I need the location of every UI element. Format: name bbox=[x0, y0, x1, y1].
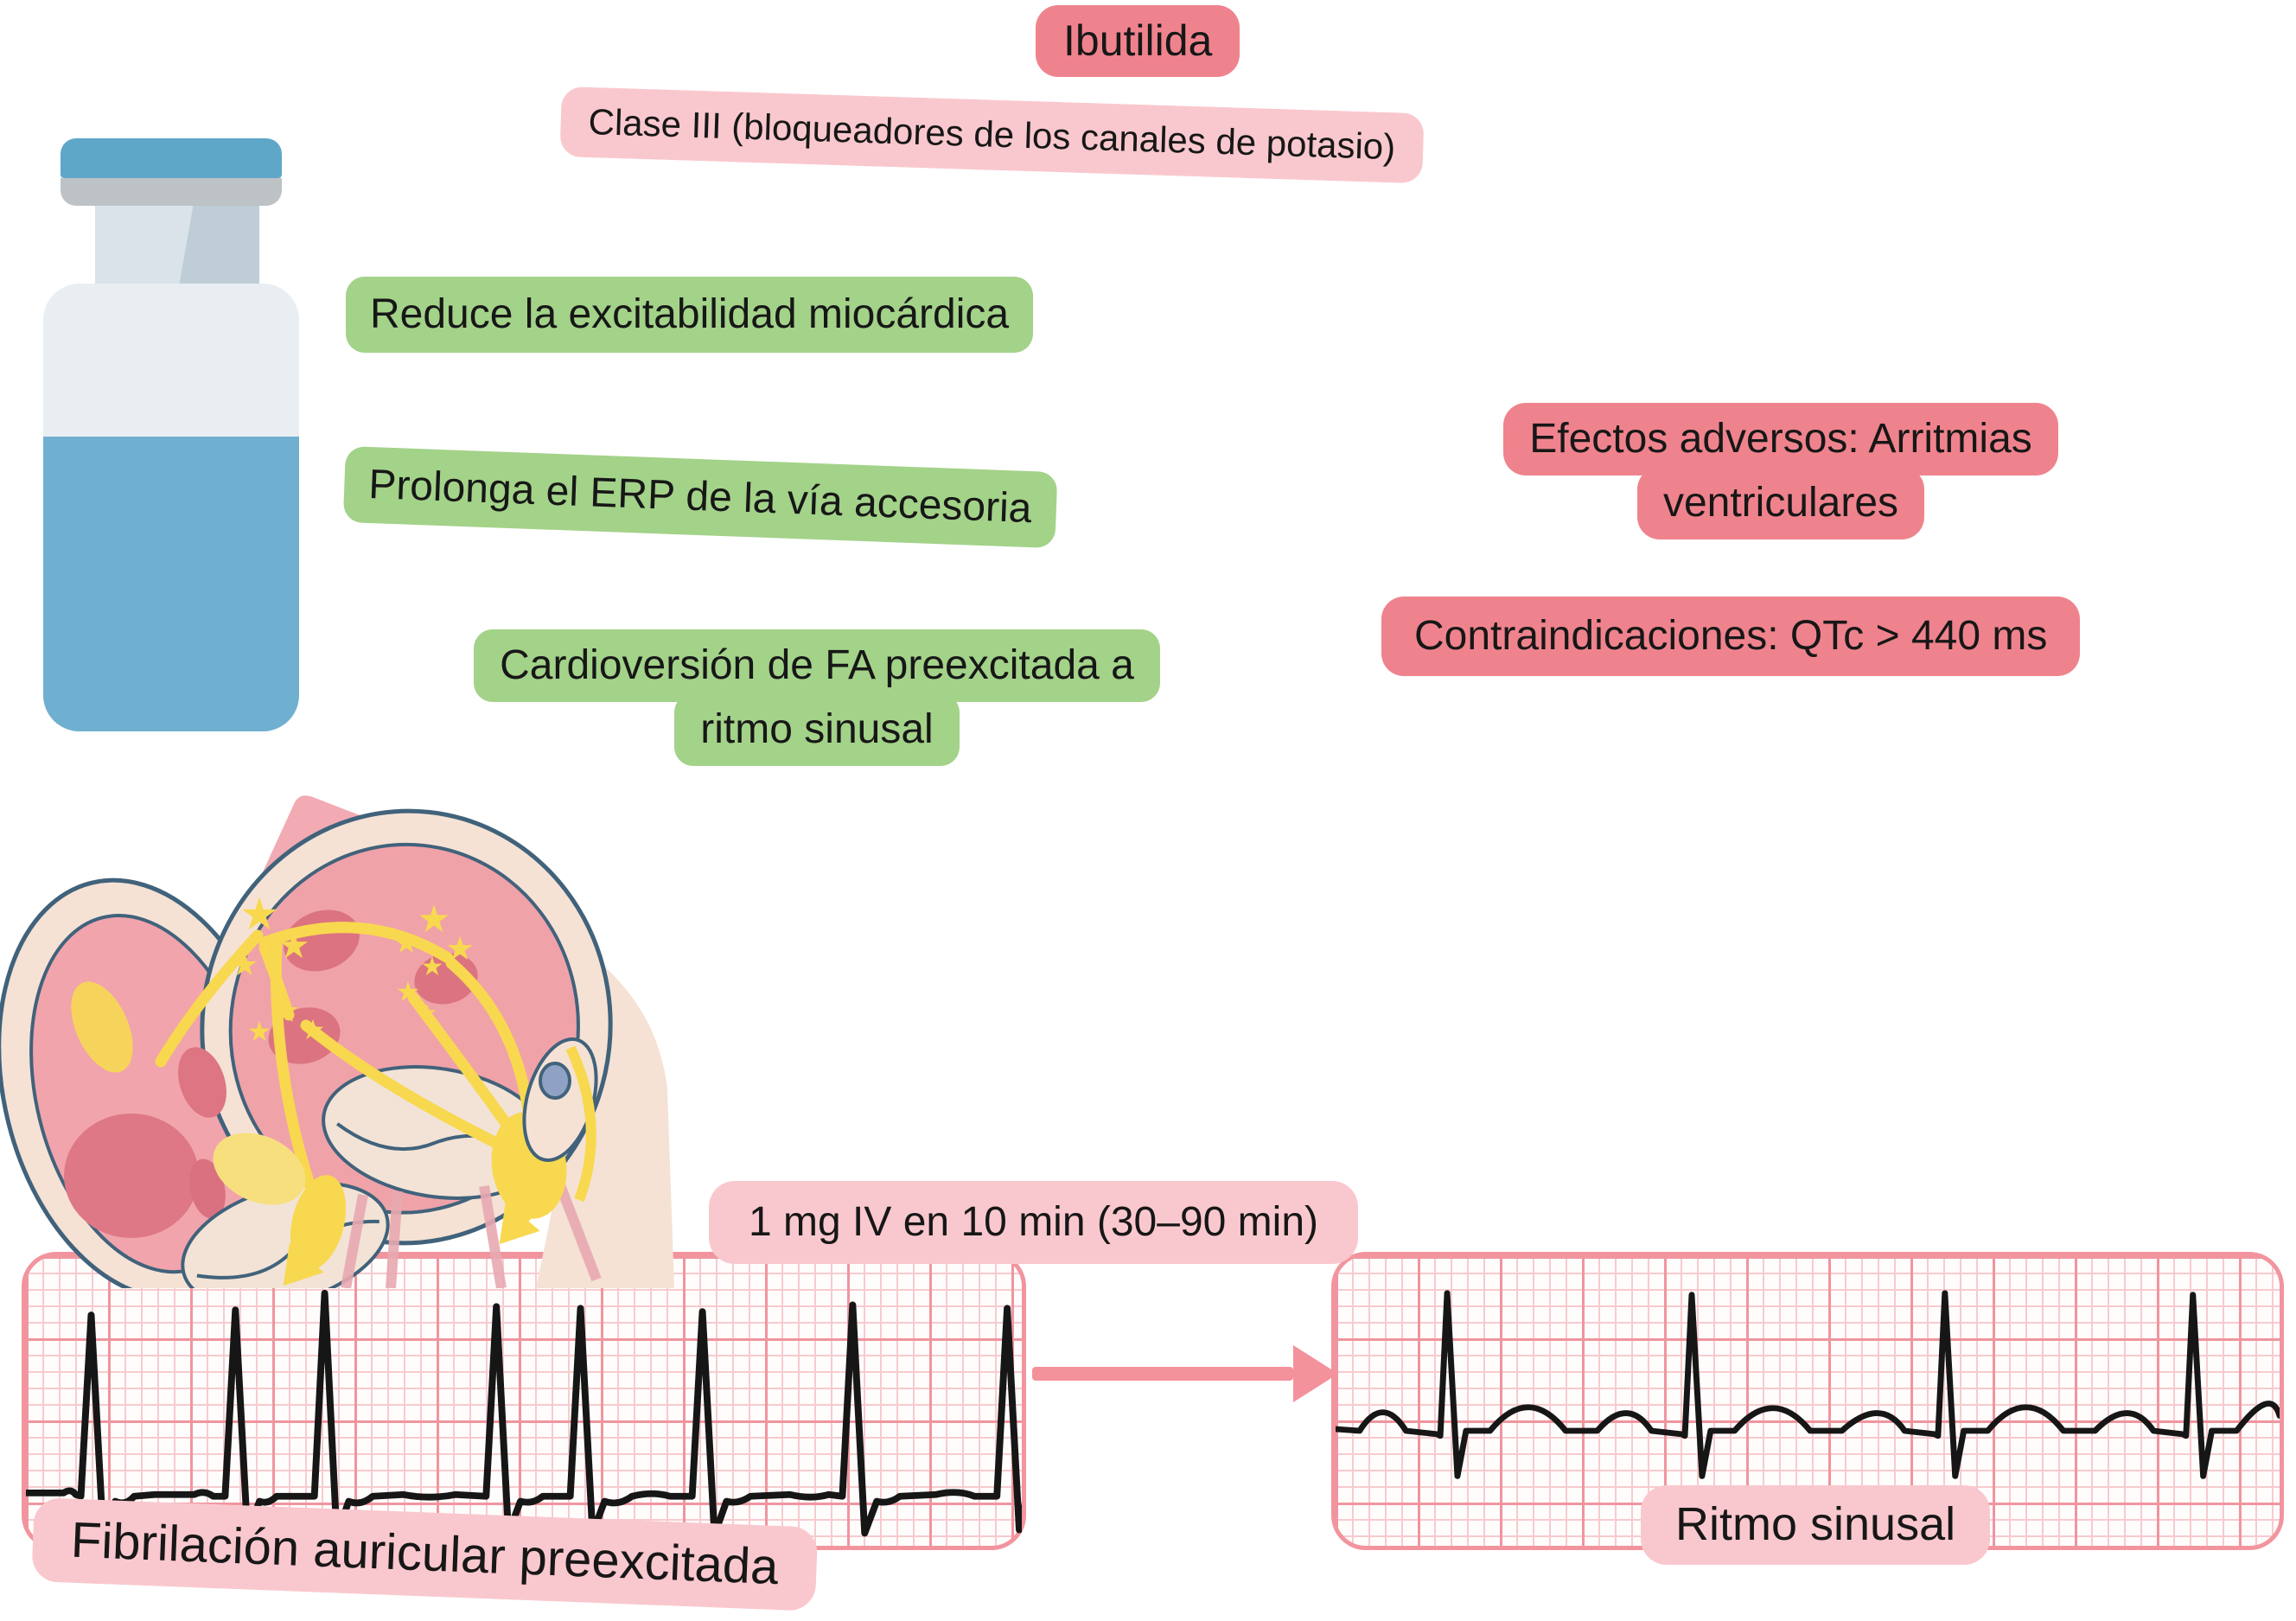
adverse-effects-line2: ventriculares bbox=[1636, 467, 1925, 539]
ecg-trace-sinus bbox=[1336, 1290, 2280, 1479]
adverse-effects-badge: Efectos adversos: Arritmias ventriculare… bbox=[1426, 403, 2135, 539]
mechanism-text-3-line1: Cardioversión de FA preexcitada a bbox=[474, 629, 1160, 702]
ecg-strip-sinus bbox=[1331, 1252, 2284, 1550]
mechanism-badge-cardioversion: Cardioversión de FA preexcitada a ritmo … bbox=[393, 629, 1240, 766]
medication-vial-illustration bbox=[43, 138, 299, 731]
star-icon: ★ bbox=[396, 975, 421, 1008]
star-icon: ★ bbox=[277, 924, 310, 967]
drug-class-label: Clase III (bloqueadores de los canales d… bbox=[588, 100, 1396, 168]
conversion-arrow bbox=[1032, 1345, 1338, 1402]
dose-text: 1 mg IV en 10 min (30–90 min) bbox=[749, 1199, 1318, 1245]
ectopic-foci-stars: ★ ★ ★ ★ ★ ★ ★ ★ ★ ★ ★ ★ bbox=[231, 889, 475, 1048]
after-label: Ritmo sinusal bbox=[1675, 1498, 1956, 1550]
ecg-strip-preexcited-af bbox=[22, 1252, 1026, 1550]
star-icon: ★ bbox=[271, 992, 300, 1030]
contraindications-text: Contraindicaciones: QTc > 440 ms bbox=[1414, 613, 2048, 659]
star-icon: ★ bbox=[239, 889, 280, 941]
coronary-sinus bbox=[522, 1037, 598, 1203]
star-icon: ★ bbox=[417, 1000, 437, 1026]
drug-title: Ibutilida bbox=[1063, 16, 1213, 65]
vial-cap bbox=[61, 138, 282, 178]
drug-class-badge: Clase III (bloqueadores de los canales d… bbox=[559, 86, 1425, 183]
star-icon: ★ bbox=[445, 929, 475, 967]
heart-cross-section-illustration: ★ ★ ★ ★ ★ ★ ★ ★ ★ ★ ★ ★ bbox=[0, 795, 674, 1288]
star-icon: ★ bbox=[231, 948, 258, 983]
contraindications-badge: Contraindicaciones: QTc > 440 ms bbox=[1381, 597, 2081, 676]
mechanism-text-3-line2: ritmo sinusal bbox=[674, 693, 960, 766]
adverse-effects-line1: Efectos adversos: Arritmias bbox=[1503, 403, 2058, 475]
ecg-trace-preexcited-af bbox=[26, 1289, 1022, 1539]
vial-liquid bbox=[43, 437, 299, 731]
star-icon: ★ bbox=[301, 1013, 326, 1046]
mechanism-badge-erp: Prolonga el ERP de la vía accesoria bbox=[342, 446, 1058, 549]
vial-neck bbox=[95, 206, 259, 285]
arrow-head-icon bbox=[1293, 1345, 1338, 1402]
star-icon: ★ bbox=[393, 926, 419, 960]
vial-ring bbox=[61, 178, 282, 206]
vial-body bbox=[43, 284, 299, 731]
before-label: Fibrilación auricular preexcitada bbox=[69, 1511, 780, 1596]
mechanism-text-1: Reduce la excitabilidad miocárdica bbox=[370, 291, 1010, 337]
ecg-label-sinus: Ritmo sinusal bbox=[1641, 1485, 1991, 1565]
conduction-arrow-right bbox=[499, 1182, 553, 1245]
drug-title-badge: Ibutilida bbox=[1036, 5, 1240, 77]
star-icon: ★ bbox=[247, 1015, 272, 1048]
conduction-arrow-left bbox=[283, 1226, 335, 1286]
star-icon: ★ bbox=[417, 897, 450, 941]
arrow-shaft bbox=[1032, 1367, 1293, 1381]
mechanism-badge-excitability: Reduce la excitabilidad miocárdica bbox=[346, 277, 1034, 353]
dose-badge: 1 mg IV en 10 min (30–90 min) bbox=[709, 1181, 1358, 1264]
star-icon: ★ bbox=[421, 952, 444, 982]
mechanism-text-2: Prolonga el ERP de la vía accesoria bbox=[367, 462, 1033, 533]
